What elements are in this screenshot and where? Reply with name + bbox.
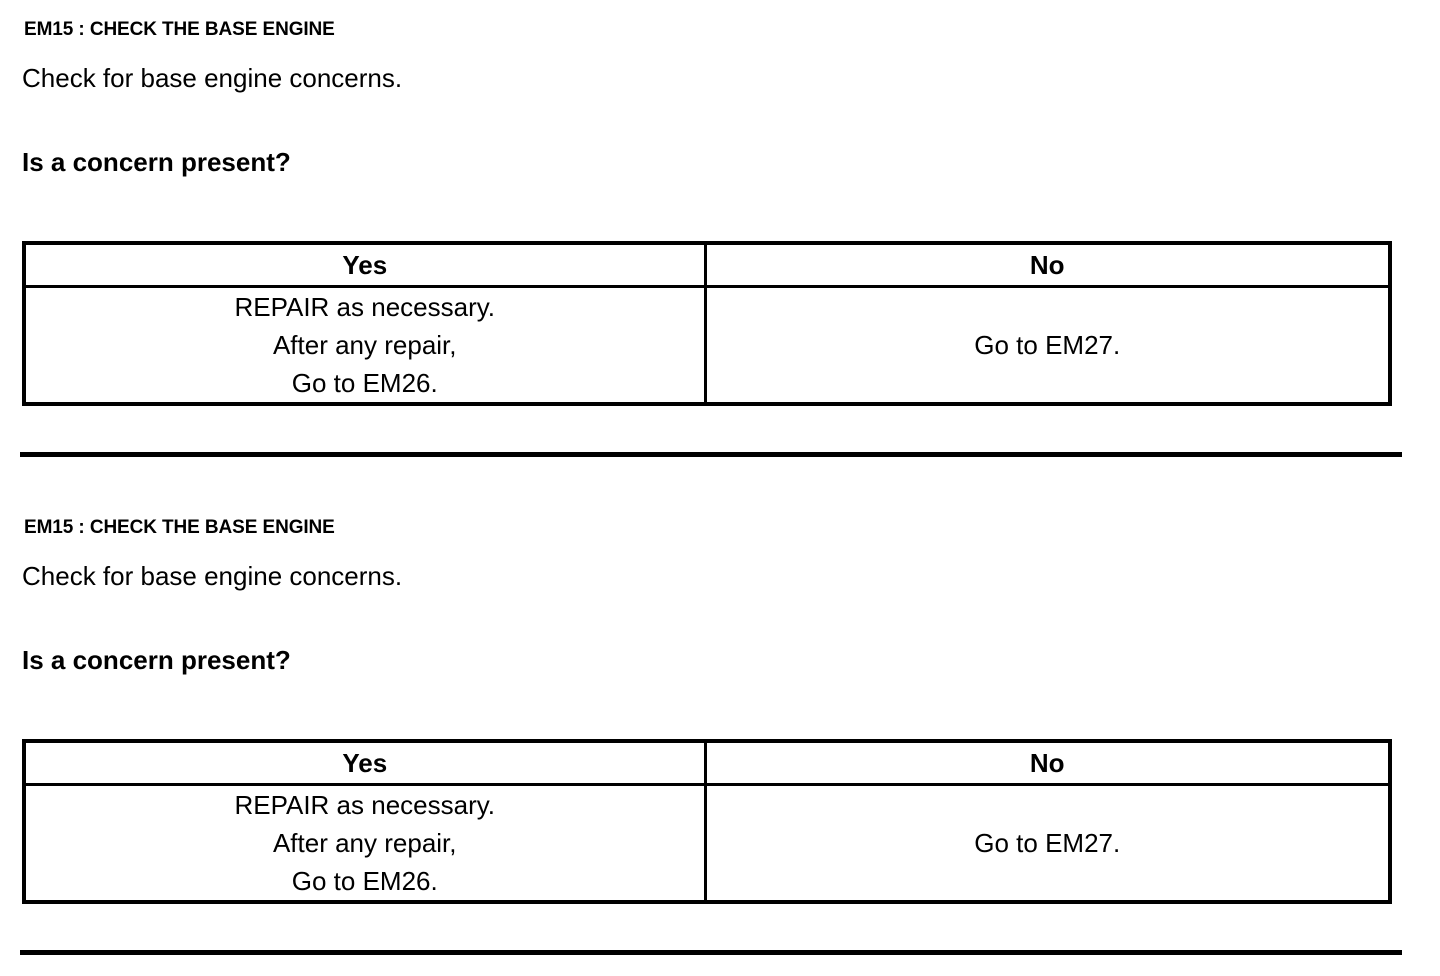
decision-table: Yes No REPAIR as necessary. After any re…	[22, 739, 1392, 904]
step-instruction: Check for base engine concerns.	[22, 561, 403, 591]
table-cell-yes-action: REPAIR as necessary. After any repair, G…	[22, 783, 707, 904]
table-header-yes: Yes	[22, 241, 707, 288]
yes-action-line-1: REPAIR as necessary.	[234, 292, 496, 322]
table-header-no: No	[703, 241, 1392, 288]
table-cell-no-action: Go to EM27.	[703, 783, 1392, 904]
table-row: REPAIR as necessary. After any repair, G…	[22, 285, 1392, 406]
step-heading: EM15 : CHECK THE BASE ENGINE	[24, 517, 335, 538]
yes-action-line-3: Go to EM26.	[291, 866, 438, 896]
no-action-lines: Go to EM27.	[707, 824, 1389, 862]
yes-action-line-1: REPAIR as necessary.	[234, 790, 496, 820]
table-header-yes: Yes	[22, 739, 707, 786]
table-header-row: Yes No	[22, 241, 1392, 288]
no-action-line-1: Go to EM27.	[974, 828, 1121, 858]
section-divider-1	[20, 452, 1402, 457]
no-action-lines: Go to EM27.	[707, 326, 1389, 364]
yes-action-lines: REPAIR as necessary. After any repair, G…	[26, 288, 704, 402]
section-divider-2	[20, 950, 1402, 955]
no-action-line-1: Go to EM27.	[974, 330, 1121, 360]
table-cell-yes-action: REPAIR as necessary. After any repair, G…	[22, 285, 707, 406]
table-cell-no-action: Go to EM27.	[703, 285, 1392, 406]
table-row: REPAIR as necessary. After any repair, G…	[22, 783, 1392, 904]
yes-action-line-2: After any repair,	[272, 828, 457, 858]
step-heading: EM15 : CHECK THE BASE ENGINE	[24, 19, 335, 40]
decision-table: Yes No REPAIR as necessary. After any re…	[22, 241, 1392, 406]
yes-action-line-3: Go to EM26.	[291, 368, 438, 398]
step-question: Is a concern present?	[22, 147, 291, 177]
yes-action-line-2: After any repair,	[272, 330, 457, 360]
step-question: Is a concern present?	[22, 645, 291, 675]
table-header-no: No	[703, 739, 1392, 786]
yes-action-lines: REPAIR as necessary. After any repair, G…	[26, 786, 704, 900]
step-instruction: Check for base engine concerns.	[22, 63, 403, 93]
table-header-row: Yes No	[22, 739, 1392, 786]
